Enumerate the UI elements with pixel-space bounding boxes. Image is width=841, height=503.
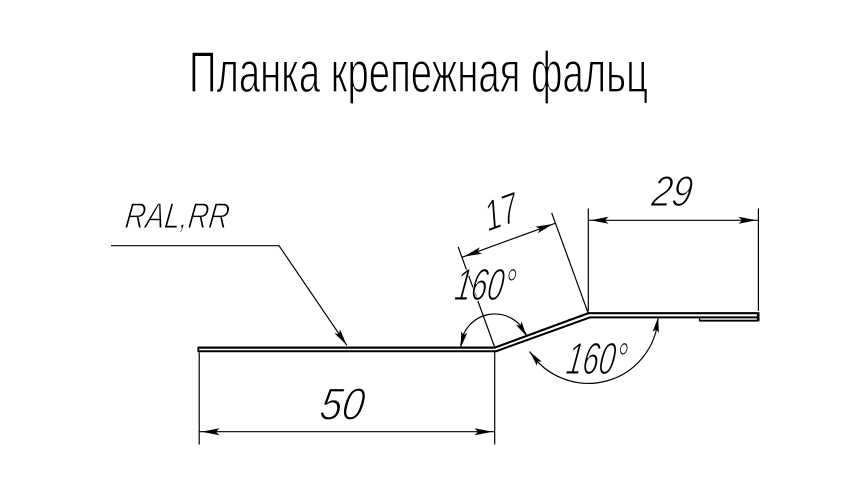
svg-text:160°: 160° bbox=[452, 259, 519, 310]
svg-text:17: 17 bbox=[480, 182, 523, 241]
svg-text:50: 50 bbox=[317, 379, 368, 430]
svg-text:Планка крепежная фальц: Планка крепежная фальц bbox=[189, 40, 648, 105]
svg-text:29: 29 bbox=[648, 168, 696, 216]
svg-text:RAL,RR: RAL,RR bbox=[123, 195, 232, 236]
svg-text:160°: 160° bbox=[564, 333, 631, 384]
